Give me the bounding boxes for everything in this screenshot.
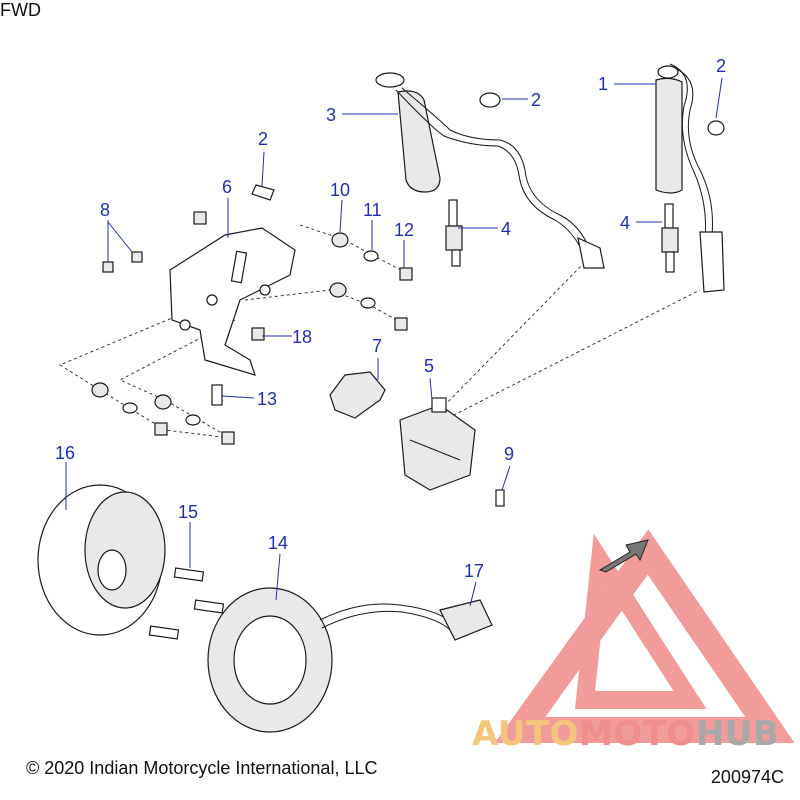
callout-17: 17 bbox=[464, 561, 484, 581]
ignition-coil-right bbox=[655, 63, 725, 293]
diagram-part-number: 200974C bbox=[710, 767, 784, 787]
stator bbox=[207, 587, 456, 733]
callout-2-left: 2 bbox=[258, 129, 268, 149]
coil-bracket bbox=[169, 227, 296, 376]
wire-clip-a bbox=[251, 184, 275, 201]
callout-2-right: 2 bbox=[716, 56, 726, 76]
stator-connector bbox=[439, 599, 493, 641]
watermark-text: AUTOMOTOHUB bbox=[472, 714, 779, 754]
hardware-set bbox=[91, 211, 505, 507]
callout-16: 16 bbox=[55, 443, 75, 463]
assembly-dashed-lines bbox=[59, 224, 701, 439]
callout-18: 18 bbox=[292, 327, 312, 347]
fwd-label: FWD bbox=[0, 0, 41, 20]
callout-8: 8 bbox=[100, 200, 110, 220]
callout-2-middle: 2 bbox=[531, 90, 541, 110]
watermark-part2: MOTO bbox=[578, 714, 696, 754]
fwd-arrow-icon bbox=[598, 539, 649, 573]
callout-14: 14 bbox=[268, 533, 288, 553]
callout-5: 5 bbox=[424, 356, 434, 376]
callout-6: 6 bbox=[222, 177, 232, 197]
wire-clip-c bbox=[707, 120, 725, 136]
watermark-part3: HUB bbox=[695, 714, 780, 754]
copyright-text: © 2020 Indian Motorcycle International, … bbox=[26, 758, 378, 778]
ignition-coil-left bbox=[375, 72, 605, 269]
watermark-logo-graphic bbox=[494, 529, 795, 743]
wire-clip-b bbox=[479, 92, 501, 108]
ignition-control-module bbox=[399, 397, 476, 491]
callout-15: 15 bbox=[178, 502, 198, 522]
spark-plug-left bbox=[445, 199, 463, 267]
flywheel-bolts bbox=[148, 567, 225, 640]
watermark-part1: AUTO bbox=[472, 714, 579, 754]
callout-4-left: 4 bbox=[501, 219, 511, 239]
callout-7: 7 bbox=[372, 336, 382, 356]
callout-13: 13 bbox=[257, 389, 277, 409]
callout-3: 3 bbox=[326, 105, 336, 125]
spark-plug-right bbox=[661, 203, 679, 273]
callout-4-right: 4 bbox=[620, 213, 630, 233]
callout-11: 11 bbox=[363, 200, 382, 220]
callout-10: 10 bbox=[330, 180, 350, 200]
callout-9: 9 bbox=[504, 444, 514, 464]
callout-labels: 1 2 2 2 3 4 4 5 6 7 8 9 10 11 12 13 14 1… bbox=[55, 56, 726, 581]
callout-leaders bbox=[65, 77, 723, 607]
flywheel bbox=[37, 484, 166, 636]
callout-12: 12 bbox=[394, 220, 414, 240]
small-bracket bbox=[329, 371, 386, 419]
callout-1: 1 bbox=[598, 74, 608, 94]
